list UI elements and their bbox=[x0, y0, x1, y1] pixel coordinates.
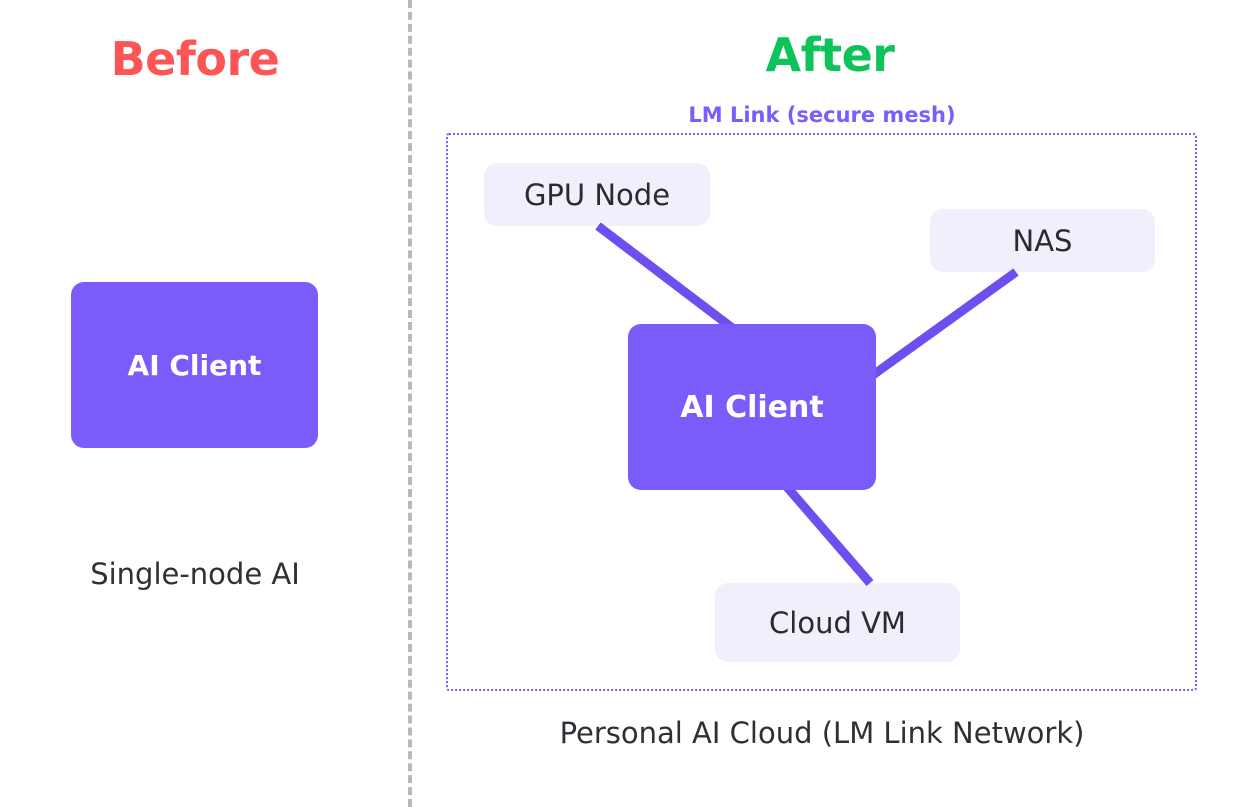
node-nas-label: NAS bbox=[1012, 223, 1073, 258]
after-caption: Personal AI Cloud (LM Link Network) bbox=[559, 716, 1085, 750]
node-gpu-node-label: GPU Node bbox=[523, 177, 671, 212]
mesh-container-boundary bbox=[446, 133, 1197, 691]
node-cloud-vm-label: Cloud VM bbox=[769, 605, 906, 640]
node-ai-client-before-label: AI Client bbox=[127, 348, 262, 382]
after-heading: After bbox=[765, 28, 896, 82]
node-gpu-node[interactable]: GPU Node bbox=[484, 163, 710, 226]
node-cloud-vm[interactable]: Cloud VM bbox=[715, 583, 960, 662]
node-ai-client-before[interactable]: AI Client bbox=[71, 282, 318, 448]
mesh-network-label: LM Link (secure mesh) bbox=[688, 103, 956, 127]
panel-divider bbox=[408, 0, 412, 807]
before-heading: Before bbox=[110, 32, 280, 86]
node-ai-client-after[interactable]: AI Client bbox=[628, 324, 876, 490]
node-nas[interactable]: NAS bbox=[930, 209, 1155, 272]
before-caption: Single-node AI bbox=[90, 557, 300, 591]
node-ai-client-after-label: AI Client bbox=[680, 389, 824, 425]
